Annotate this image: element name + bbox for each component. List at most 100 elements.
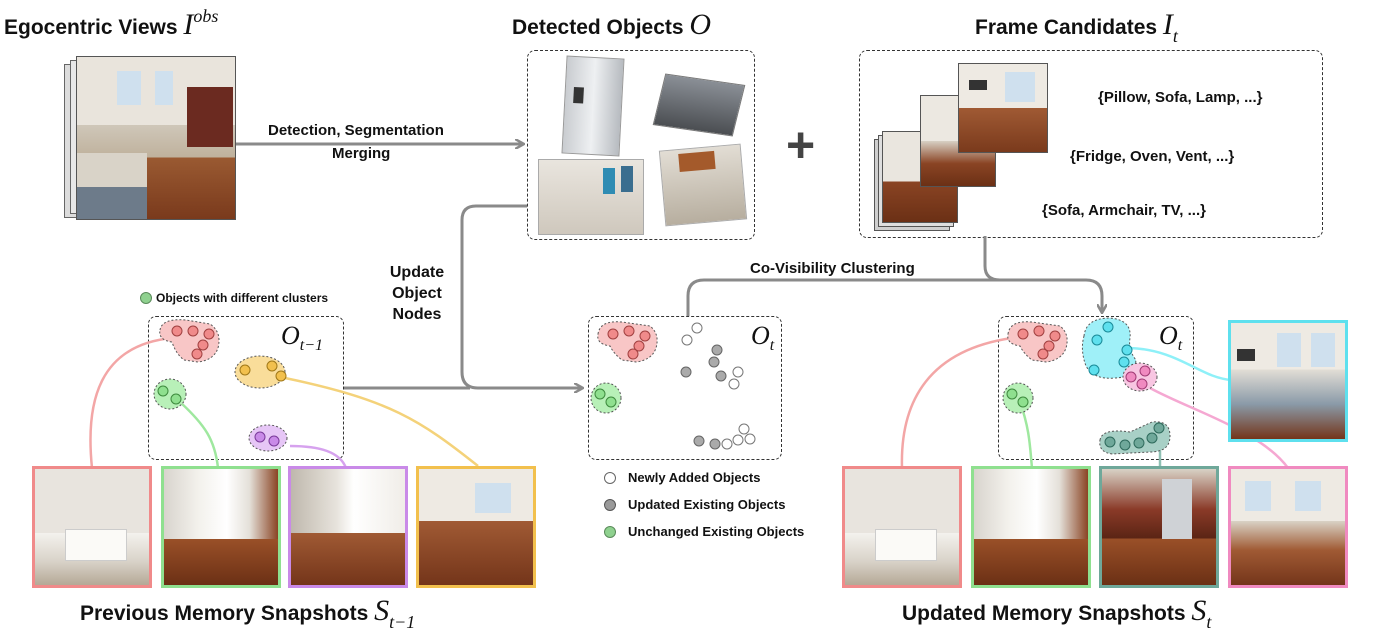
pillow-shape [621,166,633,192]
node-new [732,434,744,446]
candidate-set-1: {Pillow, Sofa, Lamp, ...} [1098,89,1263,106]
cluster-green-updated [1002,382,1034,414]
node-legend-new: Newly Added Objects [604,470,804,485]
leader-line-green [179,401,220,469]
node-updated [711,344,723,356]
legend-label-updated: Updated Existing Objects [628,497,786,512]
node-legend: Newly Added Objects Updated Existing Obj… [604,470,804,539]
previous-set-sub: t−1 [299,337,324,354]
egocentric-photo [76,56,236,220]
node-green [1017,396,1029,408]
update-label-line1: Update [389,264,445,281]
frame-candidates-title: Frame Candidates It [975,8,1178,47]
legend-dot-unchanged [604,525,616,538]
node-pink [1125,371,1137,383]
prev-snapshot-purple [288,466,408,588]
upd-snapshot-green [971,466,1091,588]
node-updated [708,356,720,368]
node-cyan [1121,344,1133,356]
node-legend-updated: Updated Existing Objects [604,497,804,512]
node-red [607,328,619,340]
node-new [744,433,756,445]
previous-snapshots-label: Previous Memory Snapshots [80,602,369,625]
node-red [627,348,639,360]
floor-shape [291,533,405,585]
node-yellow [266,360,278,372]
window-shape [1311,333,1335,367]
node-new [681,334,693,346]
node-teal [1153,422,1165,434]
updated-set-sub: t [1177,337,1183,354]
cluster-red-prev [159,319,220,363]
current-set-symbol: O [751,321,770,350]
leader-line-yellow [284,376,479,467]
detection-label-line1: Detection, Segmentation [268,122,444,139]
covisibility-arrow [686,278,1102,316]
node-yellow [275,370,287,382]
node-red [623,325,635,337]
leader-line-cyan-right [1129,346,1233,382]
node-updated [680,366,692,378]
cluster-teal-updated [1099,421,1171,455]
fridge-shape [1162,479,1192,539]
updated-set-symbol: O [1159,321,1178,350]
update-nodes-arrow [460,204,582,388]
prev-snapshot-yellow [416,466,536,588]
node-teal [1133,437,1145,449]
window-shape [475,483,511,513]
upd-snapshot-teal [1099,466,1219,588]
updated-snapshots-label: Updated Memory Snapshots [902,602,1186,625]
node-teal [1146,432,1158,444]
node-green [594,388,606,400]
node-pink [1136,378,1148,390]
legend-dot-new [604,471,616,484]
node-cyan [1102,321,1114,333]
node-updated [709,438,721,450]
leader-line-purple [289,444,348,469]
floor-shape [974,539,1088,585]
upd-snapshot-pink [1228,466,1348,588]
current-set-sub: t [769,337,775,354]
node-cyan [1088,364,1100,376]
leader-line-pink-right [1149,386,1290,469]
node-new [728,378,740,390]
node-new [732,366,744,378]
detected-objects-title: Detected Objects O [512,8,711,42]
node-red [633,340,645,352]
legend-dot-updated [604,498,616,511]
node-teal [1104,436,1116,448]
detected-objects-symbol: O [689,8,712,41]
node-purple [254,431,266,443]
candidate-set-2: {Fridge, Oven, Vent, ...} [1070,148,1235,165]
candidate-frame-3 [958,63,1048,153]
node-red [1037,348,1049,360]
leader-line-red [89,336,173,469]
previous-snapshots-title: Previous Memory Snapshots St−1 [80,594,415,633]
node-cyan [1091,334,1103,346]
node-red [1043,340,1055,352]
plus-symbol: + [786,117,816,173]
node-new [738,423,750,435]
egocentric-views-symbol: I [183,8,194,41]
node-red [187,325,199,337]
current-set-label: Ot [751,321,774,355]
floor-shape [164,539,278,585]
cluster-legend: Objects with different clusters [140,291,328,305]
node-green [170,393,182,405]
node-legend-unchanged: Unchanged Existing Objects [604,524,804,539]
frame-candidates-connector [983,236,1001,282]
detection-label-line2: Merging [332,145,391,162]
window-shape [1005,72,1035,102]
node-new [691,322,703,334]
previous-set-symbol: O [281,321,300,350]
frame-candidates-sub: t [1172,26,1178,46]
frame-candidates-label: Frame Candidates [975,16,1158,39]
updated-snapshots-title: Updated Memory Snapshots St [902,594,1211,633]
node-red [191,348,203,360]
legend-label-new: Newly Added Objects [628,470,761,485]
pillow-shape [603,168,615,194]
node-purple [268,435,280,447]
frame-candidates-symbol: I [1162,8,1173,41]
frame-candidates-box: {Pillow, Sofa, Lamp, ...} {Fridge, Oven,… [859,50,1323,238]
